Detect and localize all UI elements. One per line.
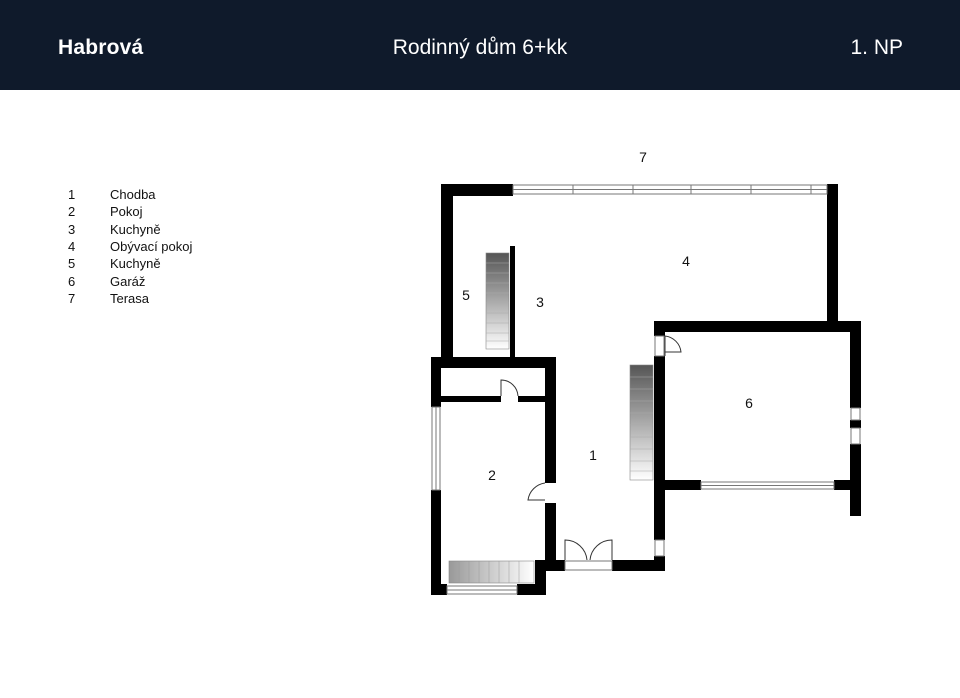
- room-number-5: 5: [462, 287, 470, 303]
- legend-label: Terasa: [110, 290, 150, 306]
- brand-name: Habrová: [58, 36, 144, 59]
- legend-item: 3 Kuchyně: [68, 221, 192, 238]
- room-number-2: 2: [488, 467, 496, 483]
- legend-label: Garáž: [110, 273, 146, 289]
- legend-item: 1 Chodba: [68, 186, 192, 203]
- room-number-3: 3: [536, 294, 544, 310]
- legend-label: Obývací pokoj: [110, 239, 193, 255]
- legend-number: 7: [68, 290, 76, 306]
- room-number-4: 4: [682, 253, 690, 269]
- legend-label: Kuchyně: [110, 221, 161, 237]
- legend-number: 3: [68, 221, 76, 237]
- legend-item: 5 Kuchyně: [68, 255, 192, 272]
- floor-label: 1. NP: [850, 36, 903, 59]
- legend-number: 5: [68, 256, 76, 272]
- windows: [431, 184, 861, 595]
- room-number-6: 6: [745, 395, 753, 411]
- staircase: [629, 364, 654, 481]
- room-number-7: 7: [639, 149, 647, 165]
- staircase: [448, 560, 535, 584]
- legend-label: Kuchyně: [110, 256, 161, 272]
- legend-label: Chodba: [110, 187, 156, 203]
- staircase: [485, 252, 510, 350]
- legend-label: Pokoj: [110, 204, 143, 220]
- doors: [500, 335, 682, 561]
- legend-number: 1: [68, 187, 76, 203]
- legend-number: 4: [68, 239, 76, 255]
- legend-item: 7 Terasa: [68, 290, 192, 307]
- walls: [431, 184, 861, 595]
- room-number-1: 1: [589, 447, 597, 463]
- legend-item: 2 Pokoj: [68, 203, 192, 220]
- legend-number: 2: [68, 204, 76, 220]
- legend-number: 6: [68, 273, 76, 289]
- page-title: Rodinný dům 6+kk: [392, 36, 568, 59]
- legend-item: 6 Garáž: [68, 272, 192, 289]
- header-bar: Habrová Rodinný dům 6+kk 1. NP: [0, 0, 960, 90]
- legend-item: 4 Obývací pokoj: [68, 238, 192, 255]
